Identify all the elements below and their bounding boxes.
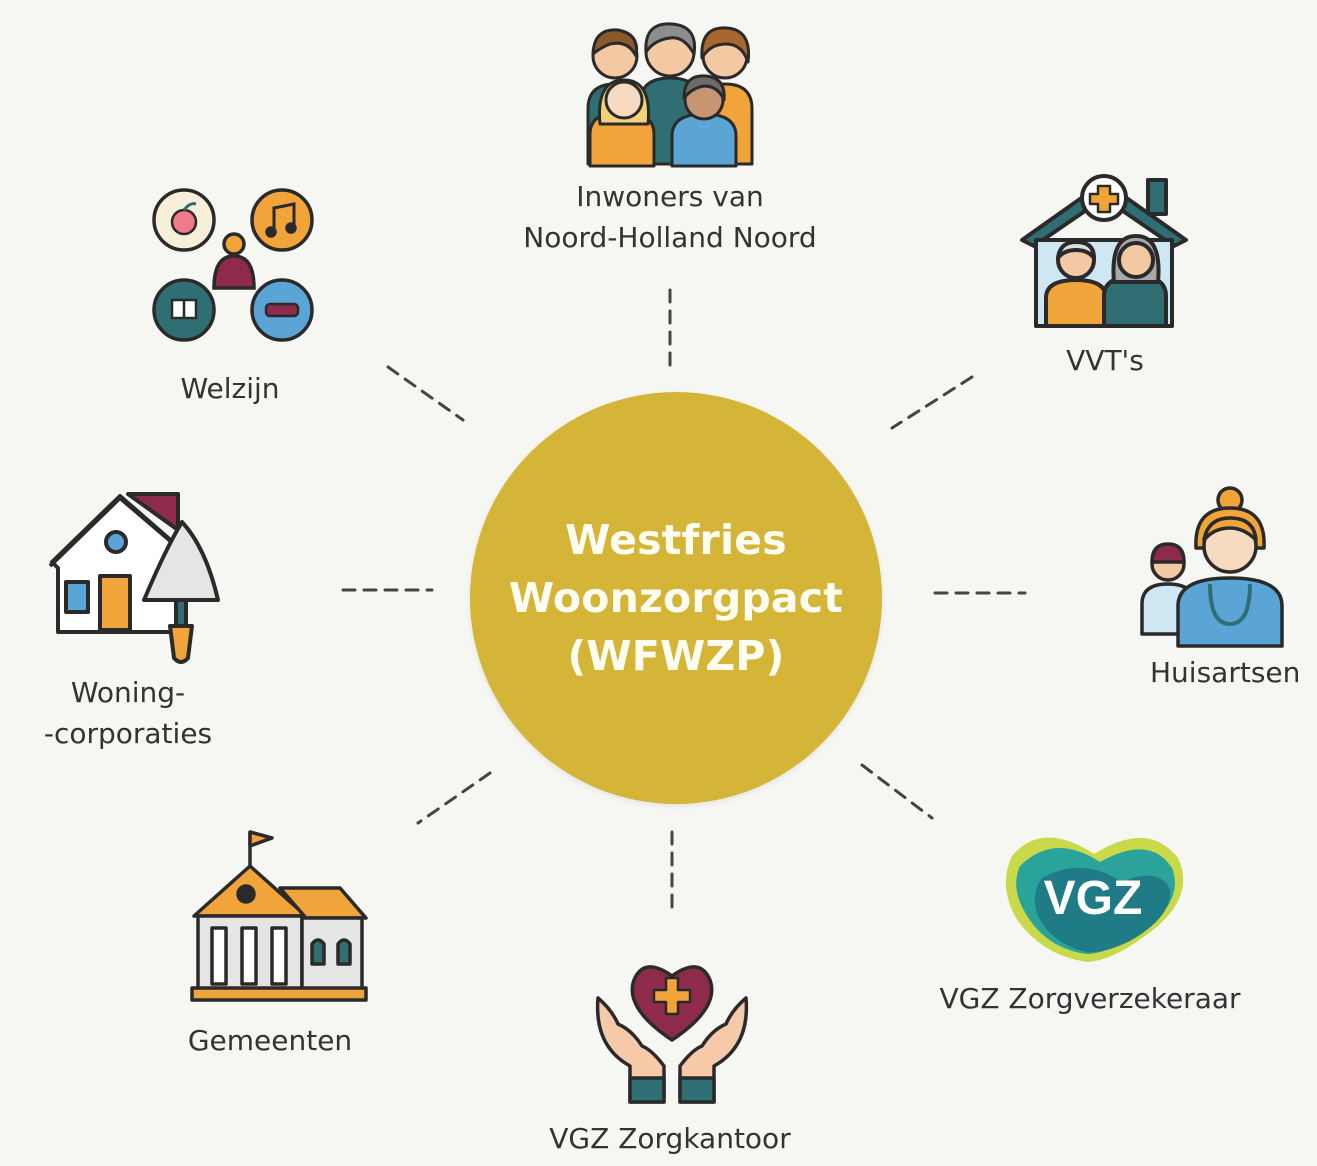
label-gemeenten: Gemeenten [187, 1024, 353, 1057]
center-circle: Westfries Woonzorgpact (WFWZP) [470, 392, 882, 804]
label-inwoners: Inwoners van Noord-Holland Noord [523, 180, 817, 254]
connector-vvts [890, 375, 974, 430]
vgz-logo-text: VGZ [1044, 872, 1143, 925]
label-woningcorporaties: Woning- -corporaties [43, 676, 213, 750]
heart-hands-icon [595, 965, 749, 1104]
town-hall-icon [190, 830, 368, 1002]
label-vgz-zorgkantoor: VGZ Zorgkantoor [549, 1122, 791, 1155]
center-title: Westfries Woonzorgpact (WFWZP) [508, 516, 844, 680]
doctor-icon [1140, 486, 1284, 648]
label-welzijn: Welzijn [180, 372, 280, 405]
label-huisartsen: Huisartsen [1150, 656, 1301, 689]
wellbeing-activities-icon [152, 188, 314, 342]
connector-welzijn [386, 365, 465, 422]
care-home-icon [1020, 174, 1188, 328]
people-group-icon [586, 22, 754, 168]
house-trowel-icon [48, 492, 220, 664]
label-vvts: VVT's [1066, 344, 1144, 377]
vgz-logo: VGZ [1005, 837, 1184, 962]
label-vgz-verzekeraar: VGZ Zorgverzekeraar [939, 982, 1241, 1015]
connector-gemeenten [416, 771, 492, 825]
connector-vgz-verzekeraar [860, 763, 934, 820]
